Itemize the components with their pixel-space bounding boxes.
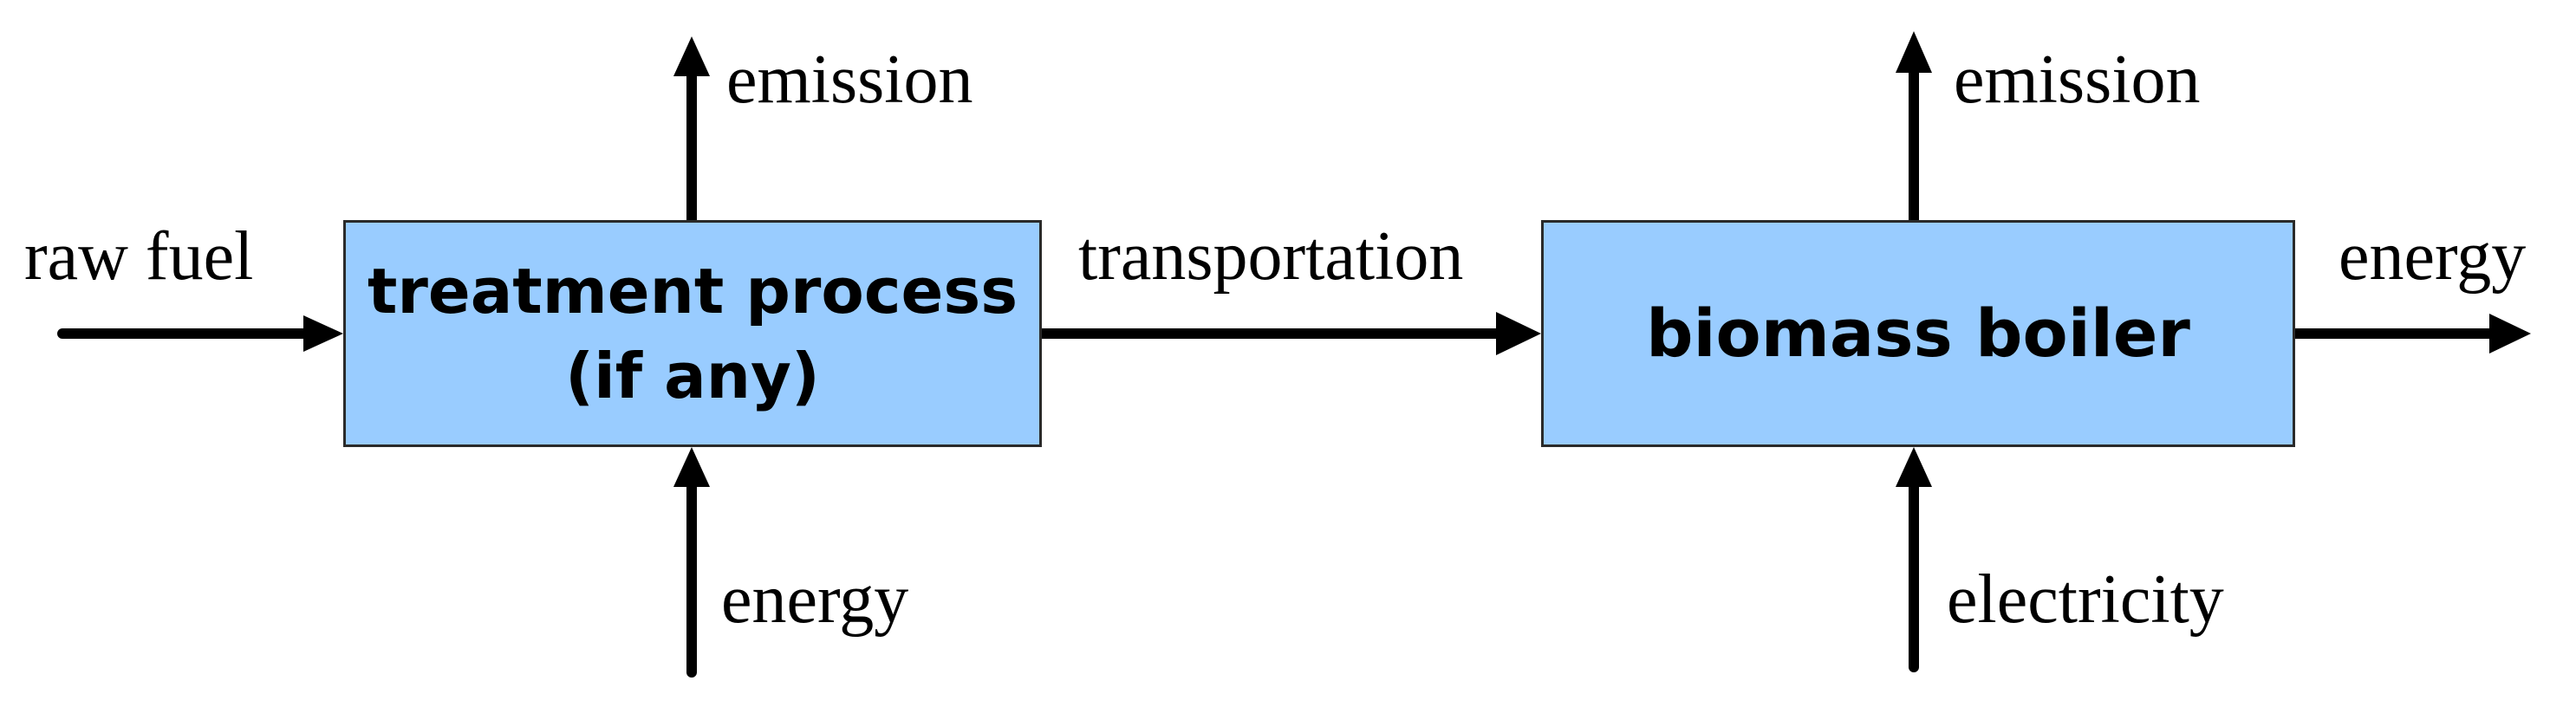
biomass-boiler-title: biomass boiler <box>1646 295 2190 372</box>
arrow-emission-treatment <box>673 36 710 220</box>
treatment-energy-label: energy <box>721 561 909 638</box>
transportation-label: transportation <box>1078 218 1464 295</box>
arrow-raw-fuel-to-treatment <box>57 315 343 352</box>
electricity-label: electricity <box>1947 561 2224 638</box>
treatment-process-subtitle: (if any) <box>565 340 820 412</box>
energy-output-label: energy <box>2339 218 2527 295</box>
raw-fuel-label: raw fuel <box>24 218 254 295</box>
arrow-transportation <box>1042 312 1541 355</box>
arrow-emission-boiler <box>1896 31 1932 220</box>
arrow-energy-output <box>2295 314 2531 354</box>
biomass-boiler-box: biomass boiler <box>1541 220 2295 447</box>
arrow-electricity-into-boiler <box>1896 447 1932 672</box>
arrow-energy-into-treatment <box>673 447 710 678</box>
treatment-emission-label: emission <box>726 42 973 118</box>
treatment-process-title: treatment process <box>367 255 1018 328</box>
treatment-process-box: treatment process (if any) <box>343 220 1042 447</box>
boiler-emission-label: emission <box>1954 42 2201 118</box>
